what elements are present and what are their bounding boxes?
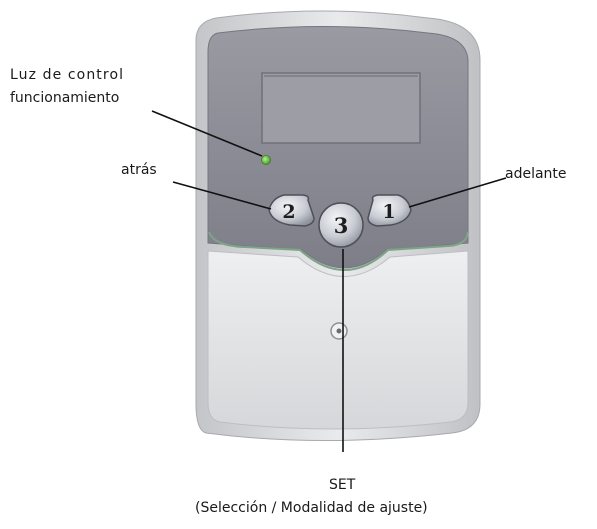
control-led	[261, 155, 271, 165]
leader-line-led	[151, 110, 263, 157]
forward-label: adelante	[505, 166, 567, 182]
led-label-line2: funcionamiento	[10, 90, 120, 106]
display-bevel	[264, 75, 418, 77]
screw-cap	[330, 322, 348, 340]
set-label-line2: (Selección / Modalidad de ajuste)	[195, 500, 428, 516]
leader-line-forward	[408, 177, 507, 208]
led-label-line1: Luz de control	[10, 67, 125, 83]
panel-seam	[208, 231, 469, 271]
back-button[interactable]: 2	[268, 194, 315, 227]
forward-button[interactable]: 1	[367, 194, 412, 227]
set-button[interactable]: 3	[318, 202, 364, 248]
back-button-number: 2	[282, 201, 295, 223]
front-panel-bottom	[207, 250, 469, 430]
display-screen	[261, 72, 421, 144]
set-label-line1: SET	[329, 477, 356, 493]
back-label: atrás	[121, 162, 157, 178]
leader-line-back	[172, 181, 272, 210]
set-button-number: 3	[334, 213, 349, 238]
forward-button-number: 1	[382, 201, 395, 223]
